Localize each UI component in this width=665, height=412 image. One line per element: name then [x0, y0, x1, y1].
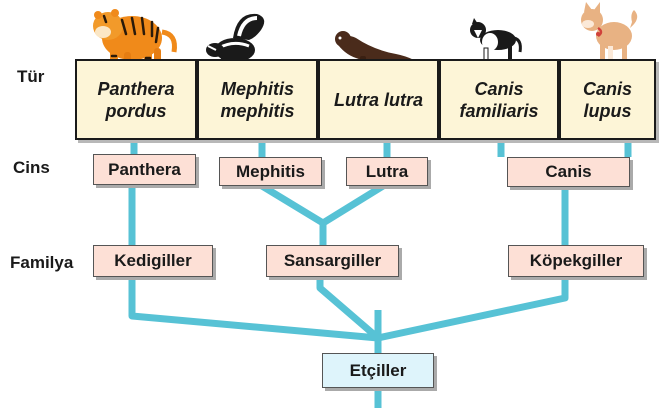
genus-box-lutra: Lutra: [346, 157, 428, 186]
family-box-kopekgiller: Köpekgiller: [508, 245, 644, 277]
species-name-line: Mephitis: [221, 79, 294, 99]
genus-box-mephitis: Mephitis: [219, 157, 322, 186]
branch-sansargiller-to-order: [320, 278, 378, 338]
branch-kopekgiller-to-order: [378, 278, 565, 338]
species-box: Lutra lutra: [318, 59, 439, 140]
species-name-line: Panthera: [97, 79, 174, 99]
species-name-line: familiaris: [459, 101, 538, 121]
family-box-kedigiller: Kedigiller: [93, 245, 213, 277]
species-name-line: Canis: [474, 79, 523, 99]
species-name-line: mephitis: [220, 101, 294, 121]
family-box-sansargiller: Sansargiller: [266, 245, 399, 277]
row-label-genus: Cins: [13, 158, 50, 178]
species-name-line: pordus: [106, 101, 167, 121]
border-collie-icon: [464, 18, 524, 62]
genus-box-panthera: Panthera: [93, 154, 196, 185]
row-label-species: Tür: [17, 67, 44, 87]
order-box-etciller: Etçiller: [322, 353, 434, 388]
shiba-dog-icon: [578, 0, 646, 62]
genus-box-canis: Canis: [507, 157, 630, 187]
species-name-line: lupus: [584, 101, 632, 121]
branch-mephitis-lutra-join: [262, 186, 383, 223]
species-name-line: Canis: [583, 79, 632, 99]
species-name-line: Lutra lutra: [334, 90, 423, 110]
row-label-family: Familya: [10, 253, 73, 273]
